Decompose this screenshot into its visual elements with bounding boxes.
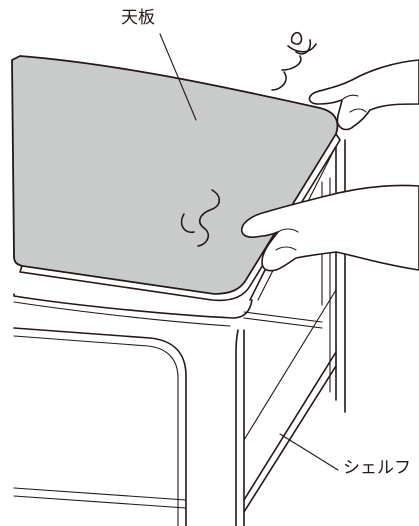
shelf-label: シェルフ [343,460,411,477]
shelf-leader [280,434,338,470]
top-board-label: 天板 [121,10,155,27]
top-board [12,56,340,300]
